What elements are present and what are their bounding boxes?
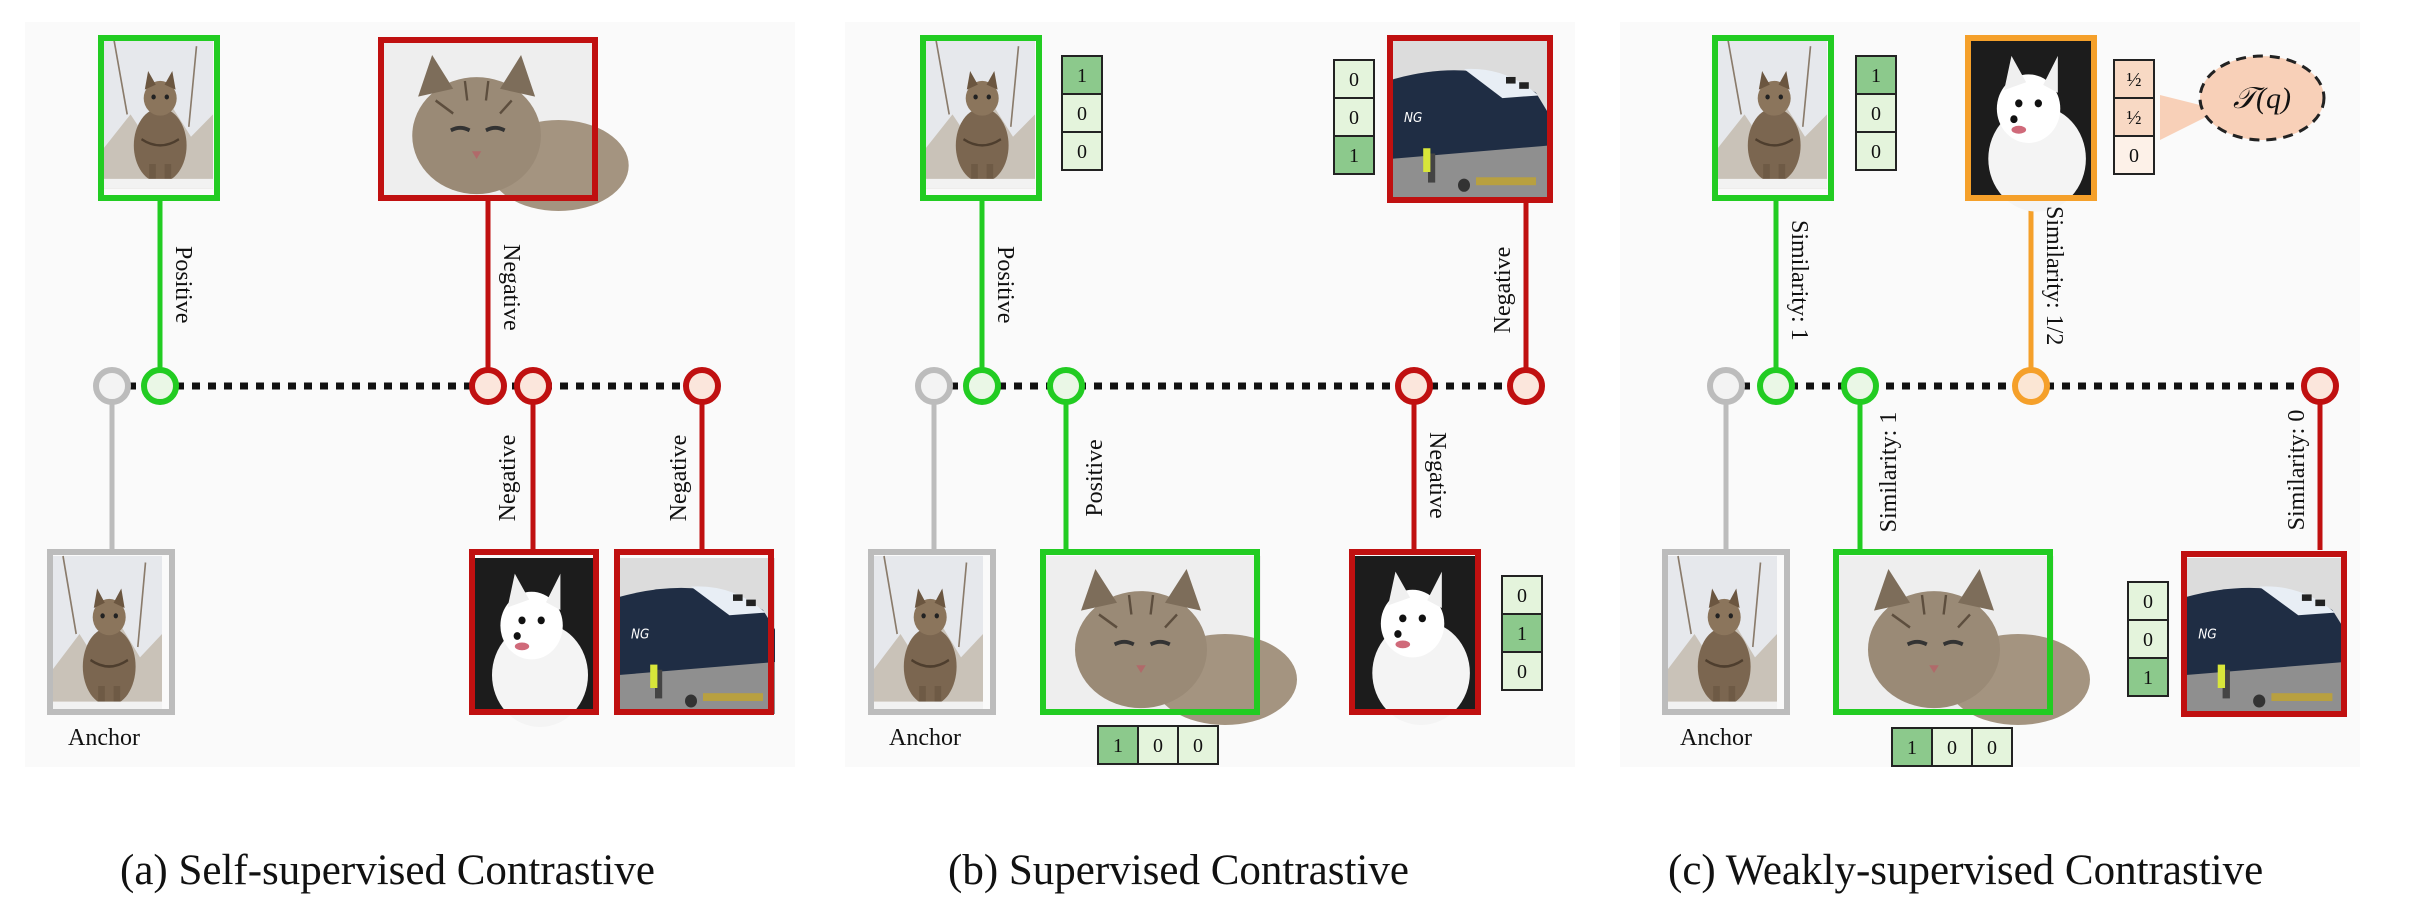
label-vector-b-cat-bottom: 1 0 0: [1097, 725, 1219, 765]
svg-text:0: 0: [1077, 141, 1087, 163]
anchor-node-c: [1707, 367, 1745, 405]
anchor-cat-image-c: [1665, 554, 1779, 714]
negative-node-a-1: [469, 367, 507, 405]
caption-a: (a) Self-supervised Contrastive: [120, 847, 655, 894]
svg-text:0: 0: [2143, 591, 2153, 613]
simhalf-dog-image-c: [1970, 40, 2092, 212]
negative-node-b-2: [1507, 367, 1545, 405]
svg-text:½: ½: [2127, 107, 2142, 129]
svg-text:½: ½: [2127, 69, 2142, 91]
anchor-label-b: Anchor: [889, 725, 961, 751]
caption-c: (c) Weakly-supervised Contrastive: [1668, 847, 2264, 894]
simhalf-node-c: [2012, 367, 2050, 405]
positive-cat-image-b: [923, 38, 1037, 191]
label-vector-b-dog-bottom: 0 1 0: [1501, 575, 1543, 691]
svg-text:0: 0: [1349, 107, 1359, 129]
svg-text:1: 1: [1907, 737, 1917, 759]
label-negative-a-b1: Negative: [495, 435, 521, 522]
sim1-node-c-1: [1757, 367, 1795, 405]
svg-text:1: 1: [1517, 623, 1527, 645]
svg-text:1: 1: [2143, 667, 2153, 689]
sim0-node-c: [2301, 367, 2339, 405]
anchor-label-c: Anchor: [1680, 725, 1752, 751]
anchor-label-a: Anchor: [68, 725, 140, 751]
svg-text:0: 0: [1153, 735, 1163, 757]
sim1-cat-image-c: [1715, 38, 1829, 191]
label-sim-c-cat-top: Similarity: 1: [1786, 220, 1812, 341]
negative-cat-image-a: [381, 40, 631, 213]
svg-text:0: 0: [1987, 737, 1997, 759]
panel-c: 1 0 0 ½ ½ 0 0 0 1 1 0 0: [1662, 35, 2347, 767]
panel-a: Positive Negative Negative Negative Anch…: [47, 35, 775, 751]
label-negative-a-top: Negative: [498, 244, 524, 331]
svg-text:0: 0: [2129, 145, 2139, 167]
anchor-node-b: [915, 367, 953, 405]
negative-plane-image-a: [619, 558, 775, 714]
svg-text:0: 0: [2143, 629, 2153, 651]
label-positive-a: Positive: [170, 246, 196, 323]
panel-b: 1 0 0 0 0 1 0 1 0 1 0 0 Pos: [868, 35, 1553, 765]
label-vector-c-cat-top: 1 0 0: [1855, 55, 1897, 171]
svg-text:0: 0: [1871, 141, 1881, 163]
svg-text:0: 0: [1517, 585, 1527, 607]
negative-dog-image-b: [1354, 556, 1476, 725]
svg-text:0: 0: [1077, 103, 1087, 125]
label-sim-c-cat-bottom: Similarity: 1: [1876, 412, 1902, 533]
label-vector-c-dog-top: ½ ½ 0: [2113, 59, 2155, 175]
positive-node-b-2: [1047, 367, 1085, 405]
label-negative-b-bottom: Negative: [1424, 432, 1450, 519]
positive-cat-image-a: [101, 38, 215, 191]
label-negative-b-top: Negative: [1490, 247, 1516, 334]
label-vector-b-plane-top: 0 0 1: [1333, 59, 1375, 175]
svg-text:0: 0: [1871, 103, 1881, 125]
negative-dog-image-a: [474, 558, 594, 727]
caption-b: (b) Supervised Contrastive: [948, 847, 1409, 894]
positive-node-a: [141, 367, 179, 405]
svg-text:0: 0: [1349, 69, 1359, 91]
svg-text:0: 0: [1947, 737, 1957, 759]
svg-text:1: 1: [1077, 65, 1087, 87]
anchor-node-a: [93, 367, 131, 405]
label-positive-b-top: Positive: [992, 246, 1018, 323]
svg-text:1: 1: [1113, 735, 1123, 757]
anchor-cat-image-b: [871, 554, 985, 714]
svg-text:0: 0: [1193, 735, 1203, 757]
sim1-node-c-2: [1841, 367, 1879, 405]
label-vector-c-cat-bottom: 1 0 0: [1891, 727, 2013, 767]
transform-label: 𝒯(q): [2233, 82, 2291, 115]
label-positive-b-bottom: Positive: [1082, 439, 1108, 516]
label-sim-c-plane-bottom: Similarity: 0: [2284, 410, 2310, 531]
negative-node-b-1: [1395, 367, 1433, 405]
anchor-cat-image-a: [50, 554, 164, 714]
label-vector-c-plane-bottom: 0 0 1: [2127, 581, 2169, 697]
label-negative-a-b2: Negative: [666, 435, 692, 522]
svg-text:1: 1: [1349, 145, 1359, 167]
negative-node-a-2: [514, 367, 552, 405]
svg-text:0: 0: [1517, 661, 1527, 683]
positive-node-b-1: [963, 367, 1001, 405]
sim0-plane-image-c: [2186, 558, 2345, 714]
label-sim-c-dog-top: Similarity: 1/2: [2041, 206, 2067, 345]
transform-bubble: 𝒯(q): [2160, 54, 2326, 142]
label-vector-b-cat-top: 1 0 0: [1061, 55, 1103, 171]
negative-node-a-3: [683, 367, 721, 405]
negative-plane-image-b: [1392, 40, 1548, 199]
svg-text:1: 1: [1871, 65, 1881, 87]
